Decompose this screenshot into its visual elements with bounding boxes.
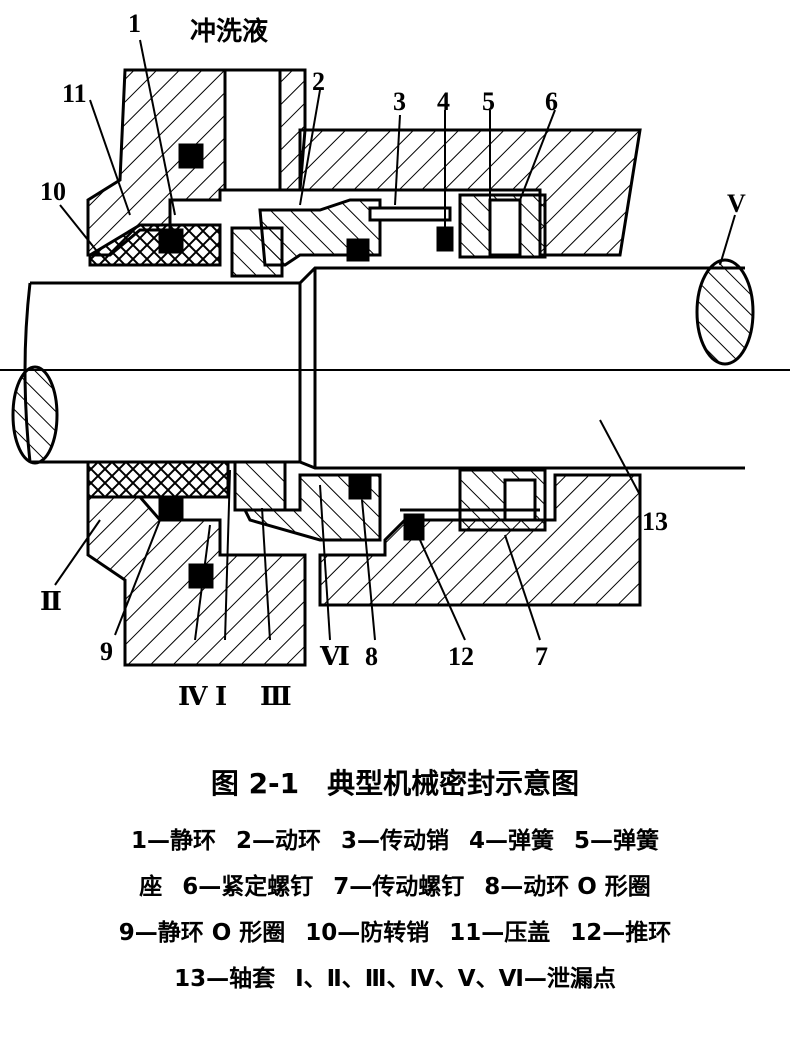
figure-legend: 1—静环 2—动环 3—传动销 4—弹簧 5—弹簧 座 6—紧定螺钉 7—传动螺钉 8—动环 … xyxy=(0,818,790,1002)
legend-item: 13—轴套 xyxy=(174,966,276,992)
label-5: 5 xyxy=(482,87,495,116)
face-block-lower xyxy=(233,460,287,512)
label-III: Ⅲ xyxy=(260,682,292,711)
stationary-ring-lower xyxy=(86,460,230,499)
legend-item: Ⅰ、Ⅱ、Ⅲ、Ⅳ、Ⅴ、Ⅵ—泄漏点 xyxy=(295,966,616,992)
legend-line: 座 6—紧定螺钉 7—传动螺钉 8—动环 O 形圈 xyxy=(0,864,790,910)
label-flush-liquid: 冲洗液 xyxy=(190,17,268,46)
legend-item: 5—弹簧 xyxy=(574,828,660,854)
figure-caption: 图 2-1 典型机械密封示意图 xyxy=(210,767,580,800)
label-10: 10 xyxy=(40,177,66,206)
lower-housing xyxy=(318,473,642,607)
label-11: 11 xyxy=(62,79,87,108)
label-1: 1 xyxy=(128,9,141,38)
label-12: 12 xyxy=(448,642,474,671)
shaft-break-left xyxy=(11,365,59,465)
label-4: 4 xyxy=(437,87,450,116)
rotating-ring-lower xyxy=(242,473,382,542)
stationary-ring-upper xyxy=(88,223,222,267)
label-I: Ⅰ xyxy=(215,682,227,711)
legend-line: 13—轴套 Ⅰ、Ⅱ、Ⅲ、Ⅳ、Ⅴ、Ⅵ—泄漏点 xyxy=(0,956,790,1002)
legend-item: 4—弹簧 xyxy=(469,828,555,854)
legend-item: 12—推环 xyxy=(570,920,672,946)
legend-item: 7—传动螺钉 xyxy=(333,874,465,900)
legend-line: 9—静环 O 形圈 10—防转销 11—压盖 12—推环 xyxy=(0,910,790,956)
legend-item: 9—静环 O 形圈 xyxy=(118,920,286,946)
flush-port xyxy=(223,68,282,192)
label-II: Ⅱ xyxy=(40,587,62,616)
shaft xyxy=(30,266,745,470)
shaft-break-right xyxy=(695,258,755,366)
mechanical-seal-diagram: 冲洗液 1 11 10 2 3 4 5 6 V 13 Ⅱ 9 Ⅳ Ⅰ Ⅲ Ⅵ 8… xyxy=(0,9,790,711)
legend-item: 2—动环 xyxy=(235,828,321,854)
label-2: 2 xyxy=(312,67,325,96)
legend-line: 1—静环 2—动环 3—传动销 4—弹簧 5—弹簧 xyxy=(0,818,790,864)
label-IV: Ⅳ xyxy=(178,682,208,711)
drive-pin xyxy=(368,206,452,222)
legend-item: 11—压盖 xyxy=(449,920,551,946)
label-V: V xyxy=(727,189,746,218)
o-ring-upper xyxy=(178,143,204,169)
label-13: 13 xyxy=(642,507,668,536)
legend-item: 3—传动销 xyxy=(340,828,449,854)
legend-item: 6—紧定螺钉 xyxy=(182,874,314,900)
label-VI: Ⅵ xyxy=(319,642,350,671)
part-labels: 冲洗液 1 11 10 2 3 4 5 6 V 13 Ⅱ 9 Ⅳ Ⅰ Ⅲ Ⅵ 8… xyxy=(40,9,746,711)
legend-item: 座 xyxy=(139,874,163,900)
legend-item: 8—动环 O 形圈 xyxy=(484,874,651,900)
face-block-upper xyxy=(230,226,284,278)
label-8: 8 xyxy=(365,642,378,671)
label-7: 7 xyxy=(535,642,548,671)
legend-item: 10—防转销 xyxy=(305,920,430,946)
label-9: 9 xyxy=(100,637,113,666)
label-3: 3 xyxy=(393,87,406,116)
label-6: 6 xyxy=(545,87,558,116)
legend-item: 1—静环 xyxy=(130,828,216,854)
